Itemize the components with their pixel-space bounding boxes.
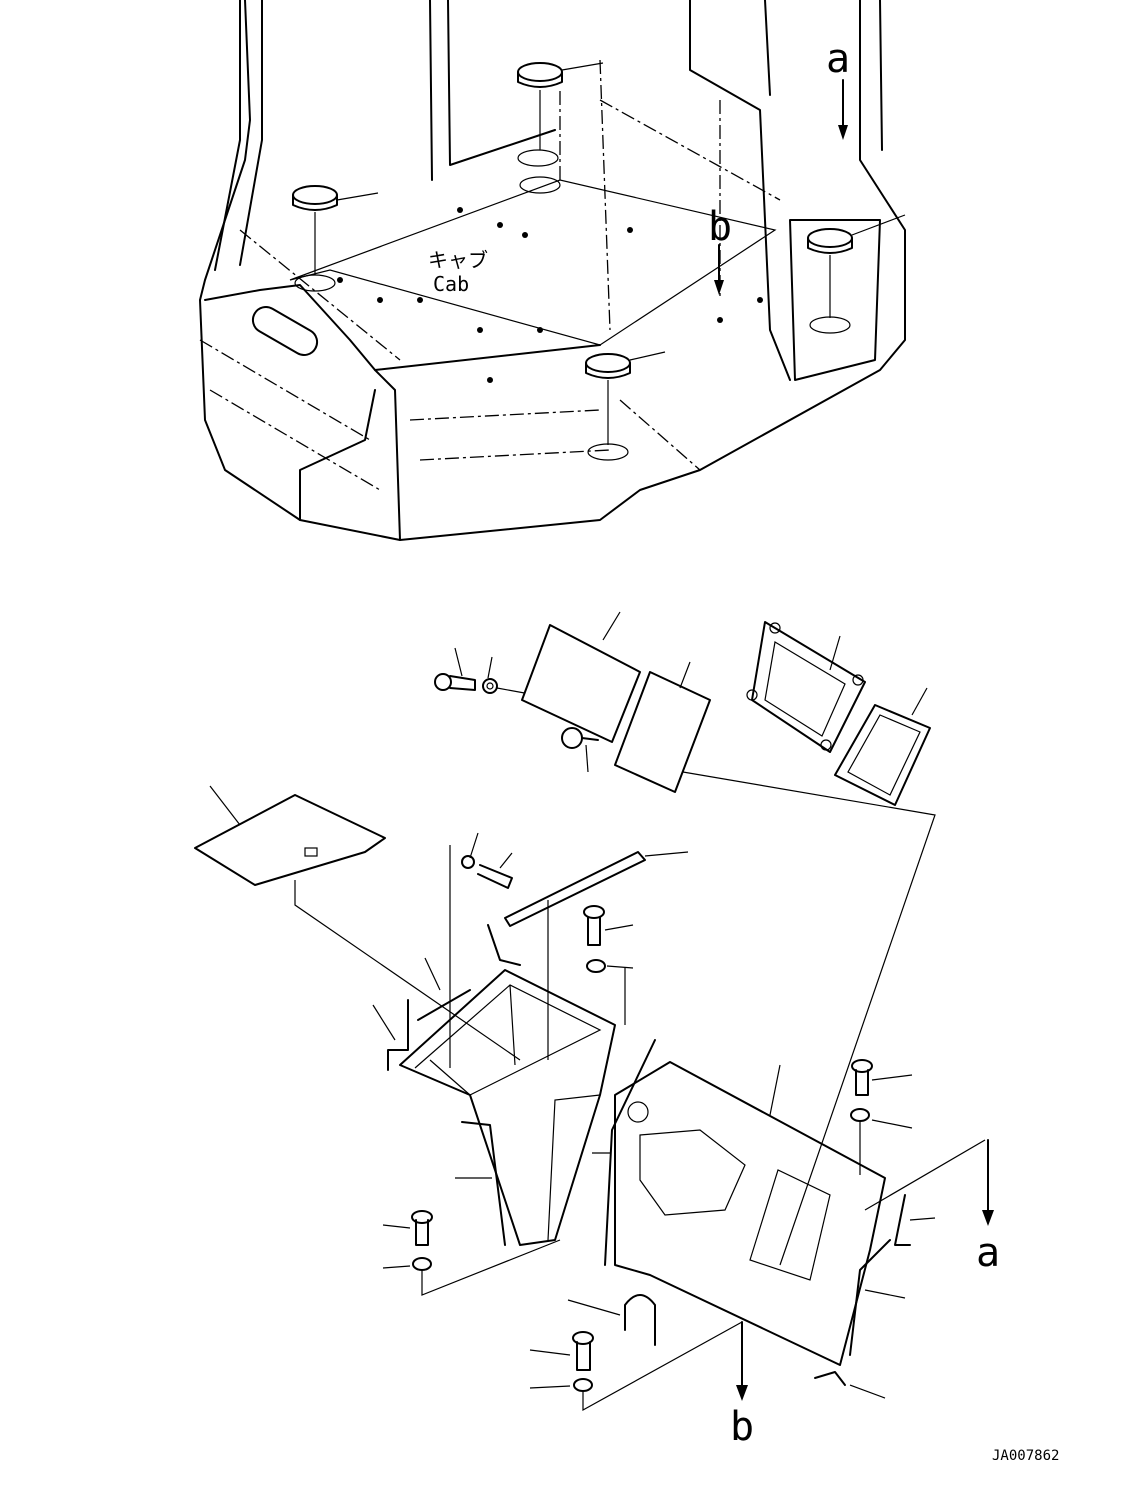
bolt-washer-1	[434, 647, 531, 695]
gasket-sheet	[614, 671, 711, 793]
drawing-id: JA007862	[992, 1448, 1059, 1464]
view-a-label-bottom: a	[976, 1230, 1000, 1276]
view-b-label-top: b	[708, 204, 732, 250]
cab-label-jp: キャブ	[428, 248, 488, 272]
storage-box	[399, 969, 616, 1246]
view-b-label-bottom: b	[730, 1404, 754, 1450]
rubber-frame	[834, 704, 931, 806]
cab-floor-assembly	[199, 0, 906, 541]
floor-bolt-holes	[337, 207, 763, 383]
floor-mat	[194, 794, 386, 886]
knob	[561, 727, 583, 749]
cover-plate	[521, 624, 641, 743]
panel-parts-assembly	[194, 611, 994, 1412]
cab-label-en: Cab	[433, 272, 469, 296]
seal-frame	[751, 621, 866, 753]
view-a-label-top: a	[826, 36, 850, 82]
grommet-caps	[292, 62, 853, 461]
